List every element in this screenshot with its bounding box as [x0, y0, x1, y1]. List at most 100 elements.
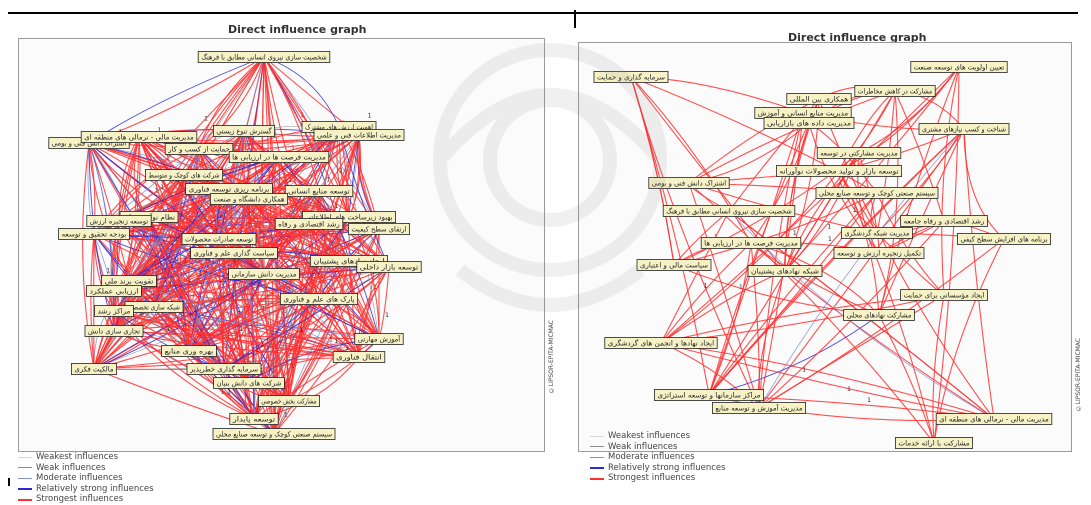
variable-node[interactable]: مدیریت فرصت ها در ارزیابی ها [229, 152, 329, 163]
node-label: تکمیل زنجیره ارزش و توسعه [837, 250, 921, 258]
variable-node[interactable]: سرمایه گذاری خطرپذیر [187, 364, 261, 375]
variable-node[interactable]: حمایت از کسب و کار [165, 144, 233, 155]
variable-node[interactable]: مدیریت داده های بازاریابی [764, 118, 854, 129]
node-label: توسعه منابع انسانی [288, 188, 350, 196]
variable-node[interactable]: ارتقای سطح کیفیت [348, 224, 409, 235]
legend-item: Weak influences [590, 442, 726, 453]
edge-weight-label: 1 [193, 307, 197, 314]
edge-weight-label: 1 [828, 236, 832, 243]
node-label: ایجاد نهادها و انجمن های گردشگری [608, 339, 714, 348]
variable-node[interactable]: مدیریت آموزش و توسعه منابع [712, 403, 805, 414]
variable-node[interactable]: شرکت های کوچک و متوسط [145, 170, 222, 181]
edge-weight-label: 1 [299, 327, 303, 334]
node-label: مدیریت فرصت ها در ارزیابی ها [704, 240, 798, 248]
edge-weight-label: 1 [329, 337, 333, 344]
node-label: مدیریت آموزش و توسعه منابع [715, 404, 802, 413]
influence-graph-panel-right: Direct influence graph 1111111111111سرما… [578, 28, 1088, 486]
variable-node[interactable]: مشارکت با ارائه خدمات [895, 438, 972, 449]
variable-node[interactable]: توسعه بازار و تولید محصولات نوآورانه [776, 166, 901, 177]
node-label: شبکه سازی تخصصی [128, 304, 180, 312]
node-label: سرمایه گذاری و حمایت [597, 73, 665, 82]
legend-label: Weakest influences [608, 431, 690, 442]
legend-swatch [18, 499, 32, 501]
software-credit: ©LIPSOR-EPITA-MICMAC [1075, 338, 1082, 411]
variable-node[interactable]: مدیریت اطلاعات فنی و علمی [314, 130, 404, 141]
variable-node[interactable]: ارزیابی عملکرد [87, 286, 142, 297]
variable-node[interactable]: برنامه های افزایش سطح کیفی [957, 234, 1050, 245]
variable-node[interactable]: توسعه صادرات محصولات [182, 234, 256, 245]
variable-node[interactable]: تکمیل زنجیره ارزش و توسعه [834, 248, 924, 259]
variable-node[interactable]: مدیریت مشارکتی در توسعه [817, 148, 901, 159]
variable-node[interactable]: مدیریت فرصت ها در ارزیابی ها [701, 238, 801, 249]
variable-node[interactable]: پارک های علم و فناوری [280, 294, 357, 305]
variable-node[interactable]: همکاری دانشگاه و صنعت [210, 194, 287, 205]
legend-label: Moderate influences [608, 452, 695, 463]
variable-node[interactable]: سیستم صنعتی کوچک و توسعه صنایع محلی [213, 429, 335, 440]
legend-label: Weakest influences [36, 452, 118, 463]
variable-node[interactable]: گسترش تنوع زیستی [213, 126, 274, 137]
variable-node[interactable]: مشارکت نهادهای محلی [844, 310, 915, 321]
node-label: سیاست گذاری علم و فناوری [194, 249, 275, 258]
variable-node[interactable]: مدیریت دانش سازمانی [229, 269, 300, 280]
variable-node[interactable]: شخصیت سازی نیروی انسانی مطابق با فرهنگ [198, 52, 330, 63]
variable-node[interactable]: شناخت و کسب نیازهای مشتری [919, 124, 1009, 135]
variable-node[interactable]: سیستم صنعتی کوچک و توسعه صنایع محلی [816, 188, 938, 199]
variable-node[interactable]: مشارکت بخش خصوصی [258, 396, 319, 407]
variable-node[interactable]: مدیریت شبکه گردشگری [842, 228, 913, 239]
variable-node[interactable]: سیاست مالی و اعتباری [637, 260, 711, 271]
variable-node[interactable]: مالکیت فکری [71, 364, 116, 375]
variable-node[interactable]: بودجه تحقیق و توسعه [59, 229, 130, 240]
variable-node[interactable]: مراکز سازمانها و توسعه استراتژی [654, 390, 763, 401]
variable-node[interactable]: شبکه نهادهای پشتیبان [748, 266, 822, 277]
node-label: برنامه ریزی توسعه فناوری [189, 186, 270, 194]
variable-node[interactable]: انتقال فناوری [333, 352, 385, 363]
variable-node[interactable]: تقویت برند ملی [102, 276, 157, 287]
node-label: مشارکت بخش خصوصی [261, 398, 316, 406]
variable-node[interactable]: مشارکت در کاهش مخاطرات [855, 86, 935, 97]
variable-node[interactable]: توسعه زنجیره ارزش [87, 216, 151, 227]
variable-node[interactable]: سرمایه گذاری و حمایت [594, 72, 668, 83]
top-border-line [8, 12, 1078, 14]
variable-node[interactable]: تجاری سازی دانش [85, 326, 143, 337]
variable-node[interactable]: ایجاد نهادها و انجمن های گردشگری [605, 338, 717, 349]
legend-swatch [18, 488, 32, 490]
variable-node[interactable]: همکاری بین المللی [787, 94, 851, 105]
variable-node[interactable]: اشتراک دانش فنی و بومی [649, 178, 729, 189]
node-label: تجاری سازی دانش [88, 328, 140, 336]
edge-weight-label: 1 [284, 412, 288, 419]
node-label: توسعه پایدار [232, 416, 276, 424]
legend-swatch [18, 467, 32, 468]
variable-node[interactable]: توسعه پایدار [230, 414, 278, 425]
variable-node[interactable]: مدیریت منابع انسانی و آموزش [755, 108, 851, 119]
node-label: تقویت برند ملی [105, 278, 154, 286]
node-label: مشارکت در کاهش مخاطرات [858, 88, 933, 96]
variable-node[interactable]: ایجاد مؤسساتی برای حمایت [901, 290, 988, 301]
node-label: سرمایه گذاری خطرپذیر [189, 365, 258, 374]
variable-node[interactable]: مدیریت مالی - نرمالی های منطقه ای [936, 414, 1052, 425]
node-label: توسعه بازار داخلی [360, 264, 418, 272]
variable-node[interactable]: رشد اقتصادی و رفاه جامعه [901, 216, 988, 227]
node-label: سیستم صنعتی کوچک و توسعه صنایع محلی [216, 431, 332, 439]
node-label: ارتقای سطح کیفیت [351, 226, 406, 234]
legend-item: Moderate influences [18, 473, 154, 484]
variable-node[interactable]: سیاست گذاری علم و فناوری [191, 248, 278, 259]
node-label: مراکز رشد [98, 308, 131, 316]
variable-node[interactable]: مراکز رشد [95, 306, 134, 317]
variable-node[interactable]: شخصیت سازی نیروی انسانی مطابق با فرهنگ [663, 206, 795, 217]
variable-node[interactable]: تعیین اولویت های توسعه صنعت [911, 62, 1007, 73]
variable-node[interactable]: بهره وری منابع [162, 346, 217, 357]
variable-node[interactable]: توسعه منابع انسانی [285, 186, 353, 197]
variable-node[interactable]: برنامه ریزی توسعه فناوری [186, 184, 273, 195]
node-label: برنامه های افزایش سطح کیفی [960, 236, 1047, 244]
node-label: گسترش تنوع زیستی [216, 127, 272, 136]
variable-node[interactable]: توسعه بازار داخلی [357, 262, 421, 273]
legend-label: Weak influences [36, 463, 105, 474]
node-label: پارک های علم و فناوری [283, 296, 354, 304]
variable-node[interactable]: آموزش مهارتی [355, 334, 403, 345]
variable-node[interactable]: شرکت های دانش بنیان [214, 378, 285, 389]
variable-node[interactable]: رشد اقتصادی و رفاه [275, 219, 343, 230]
variable-node[interactable]: مدیریت مالی - نرمالی های منطقه ای [81, 132, 197, 143]
